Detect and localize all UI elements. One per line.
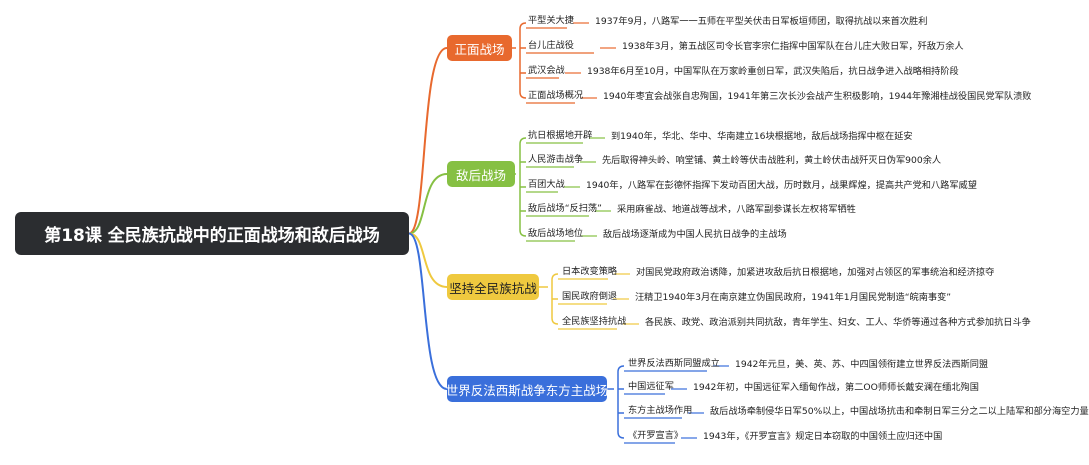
subtopic-label: 武汉会战: [528, 65, 565, 76]
branch-topic: 坚持全民族抗战: [447, 274, 539, 300]
branch-topic: 敌后战场: [447, 161, 515, 187]
connector-line: [551, 273, 559, 281]
subtopic-label: 抗日根据地开辟: [528, 130, 593, 141]
subtopic-description: 敌后战场牵制侵华日军50%以上，中国战场抗击和牵制日军三分之二以上陆军和部分海空…: [710, 406, 1089, 417]
connector-line: [519, 137, 527, 145]
subtopic-label: 东方主战场作用: [628, 405, 693, 416]
connector-line: [519, 229, 527, 237]
subtopic-label: 国民政府倒退: [562, 291, 618, 302]
subtopic-label: 中国远征军: [628, 381, 674, 392]
subtopic-label: 全民族坚持抗战: [562, 316, 627, 327]
subtopic-label: 人民游击战争: [528, 154, 584, 165]
connector-line: [408, 232, 448, 288]
subtopic-description: 到1940年，华北、华中、华南建立16块根据地，敌后战场指挥中枢在延安: [611, 131, 913, 142]
branch-topic: 正面战场: [447, 35, 512, 61]
subtopic-description: 采用麻雀战、地道战等战术，八路军副参谋长左权将军牺牲: [617, 204, 856, 215]
subtopic-label: 敌后战场“反扫荡”: [528, 203, 602, 214]
subtopic-description: 1938年3月，第五战区司令长官李宗仁指挥中国军队在台儿庄大败日军，歼敌万余人: [622, 41, 964, 52]
connector-line: [408, 232, 448, 390]
branch-topic: 世界反法西斯战争东方主战场: [446, 376, 608, 402]
subtopic-description: 1942年元旦，美、英、苏、中四国领衔建立世界反法西斯同盟: [735, 359, 989, 370]
subtopic-description: 各民族、政党、政治派别共同抗敌，青年学生、妇女、工人、华侨等通过各种方式参加抗日…: [645, 317, 1031, 328]
subtopic-description: 敌后战场逐渐成为中国人民抗日战争的主战场: [603, 229, 787, 240]
subtopic-description: 对国民党政府政治诱降，加紧进攻敌后抗日根据地，加强对占领区的军事统治和经济掠夺: [636, 267, 995, 278]
subtopic-description: 1940年，八路军在彭德怀指挥下发动百团大战，历时数月，战果辉煌，提高共产党和八…: [586, 180, 977, 191]
subtopic-description: 1943年，《开罗宣言》规定日本窃取的中国领土应归还中国: [703, 431, 943, 442]
subtopic-label: 平型关大捷: [528, 15, 574, 26]
subtopic-label: 世界反法西斯同盟成立: [628, 358, 720, 369]
subtopic-description: 先后取得神头岭、响堂铺、黄土岭等伏击战胜利，黄土岭伏击战歼灭日伪军900余人: [602, 155, 942, 166]
subtopic-label: 台儿庄战役: [528, 40, 574, 51]
subtopic-description: 1942年初，中国远征军入缅甸作战，第二OO师师长戴安澜在缅北殉国: [693, 382, 979, 393]
root-topic: 第18课 全民族抗战中的正面战场和敌后战场: [15, 212, 409, 255]
subtopic-label: 敌后战场地位: [528, 228, 584, 239]
subtopic-label: 正面战场概况: [528, 90, 584, 101]
connector-line: [519, 22, 527, 30]
subtopic-label: 日本改变策略: [562, 266, 618, 277]
subtopic-label: 《开罗宣言》: [628, 430, 684, 441]
connector-line: [617, 431, 625, 439]
connector-line: [408, 173, 448, 235]
connector-line: [617, 365, 625, 373]
subtopic-description: 1940年枣宜会战张自忠殉国，1941年第三次长沙会战产生积极影响，1944年豫…: [603, 91, 1032, 102]
subtopic-description: 汪精卫1940年3月在南京建立伪国民政府，1941年1月国民党制造“皖南事变”: [635, 292, 952, 303]
subtopic-description: 1938年6月至10月，中国军队在万家岭重创日军，武汉失陷后，抗日战争进入战略相…: [587, 66, 959, 77]
connector-line: [408, 47, 448, 235]
subtopic-label: 百团大战: [528, 179, 565, 190]
subtopic-description: 1937年9月，八路军一一五师在平型关伏击日军板垣师团，取得抗战以来首次胜利: [595, 16, 928, 27]
connector-line: [519, 91, 527, 99]
connector-line: [551, 317, 559, 325]
